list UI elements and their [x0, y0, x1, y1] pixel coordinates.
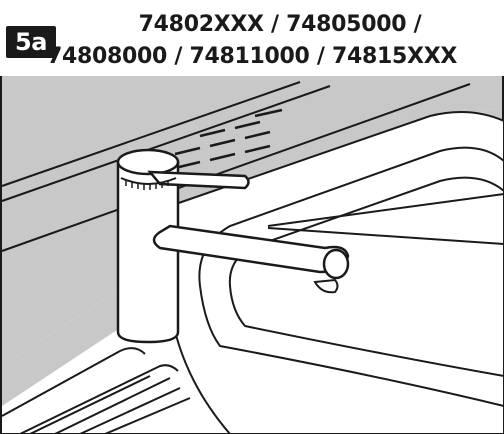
- countertop-band: [2, 76, 502, 366]
- faucet-installation-illustration: [0, 76, 504, 434]
- model-numbers-line-2: 74808000 / 74811000 / 74815XXX: [46, 44, 458, 69]
- model-numbers-line-1: 74802XXX / 74805000 /: [138, 12, 422, 37]
- faucet-illustration: [116, 148, 350, 344]
- step-badge: 5a: [6, 26, 56, 58]
- countertop-edges: [1, 81, 471, 252]
- panel-header: 5a 74802XXX / 74805000 / 74808000 / 7481…: [0, 0, 504, 76]
- drainboard-ribs: [1, 347, 191, 434]
- pointer-lines: [267, 193, 504, 245]
